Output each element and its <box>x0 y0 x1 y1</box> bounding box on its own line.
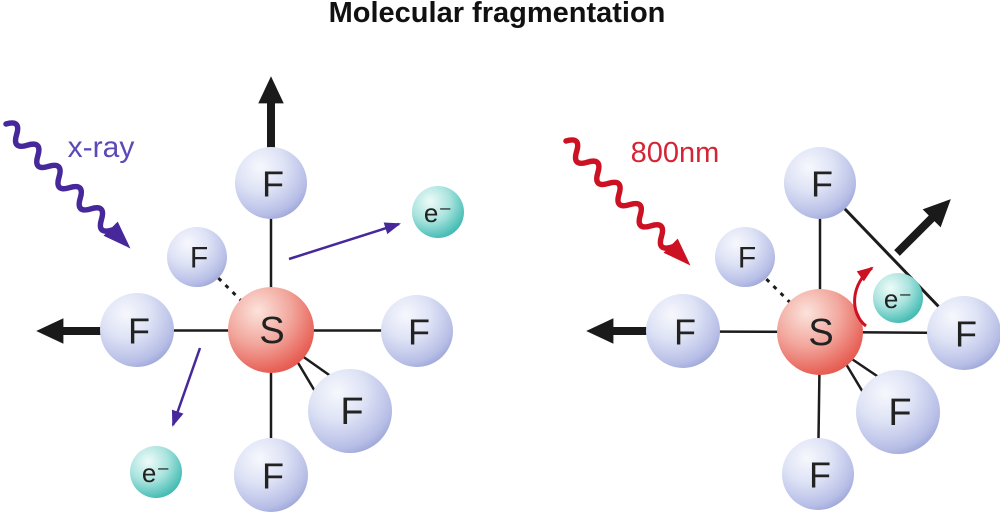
dashed-bond <box>743 256 822 334</box>
fluorine-atom: F <box>167 227 227 287</box>
electron-ejection-arrow <box>171 347 202 427</box>
fluorine-label: F <box>738 242 756 275</box>
momentum-arrow-diagonal <box>894 199 951 256</box>
fluorine-label: F <box>408 312 430 353</box>
fluorine-atom: F <box>784 147 856 219</box>
sulfur-label: S <box>259 310 284 352</box>
fluorine-atom: F <box>927 296 1000 370</box>
electron-ejection-arrow <box>288 222 401 261</box>
electron-label: e⁻ <box>142 458 170 488</box>
fluorine-atom: F <box>235 147 307 219</box>
fluorine-atom: F <box>234 438 308 512</box>
sulfur-label: S <box>808 312 833 354</box>
xray-beam: x-ray <box>3 120 135 249</box>
fluorine-label: F <box>888 392 911 434</box>
fluorine-label: F <box>340 391 363 433</box>
electron: e⁻ <box>412 186 464 238</box>
electron: e⁻ <box>873 273 923 323</box>
fluorine-label: F <box>262 164 284 205</box>
fluorine-label: F <box>955 314 977 355</box>
fluorine-atom: F <box>856 370 940 454</box>
electron-recollision-arrow <box>853 266 874 328</box>
dashed-bond <box>195 255 273 332</box>
ir-beam: 800nm <box>563 137 720 266</box>
fluorine-atom: F <box>308 369 392 453</box>
fluorine-atom: F <box>381 295 453 367</box>
electron-label: e⁻ <box>884 284 912 314</box>
figure-title: Molecular fragmentation <box>329 0 666 29</box>
fluorine-atom: F <box>715 227 775 287</box>
fluorine-label: F <box>262 456 284 497</box>
fluorine-atom: F <box>100 293 174 367</box>
xray-wavy-arrow <box>3 120 115 234</box>
electron-label: e⁻ <box>424 198 452 228</box>
left-molecule: F F F F F F S e⁻ <box>36 76 464 512</box>
fluorine-label: F <box>811 164 833 205</box>
fluorine-atom: F <box>646 294 720 368</box>
xray-arrowhead-icon <box>103 221 131 249</box>
sulfur-atom: S <box>777 289 863 375</box>
fluorine-label: F <box>128 311 150 352</box>
right-molecule: F F F F F F S e⁻ <box>586 147 1000 510</box>
ir-wavy-arrow <box>563 137 675 251</box>
wavelength-label: 800nm <box>631 137 720 169</box>
fluorine-label: F <box>674 312 696 353</box>
electron: e⁻ <box>130 446 182 498</box>
sulfur-atom: S <box>228 287 314 373</box>
xray-label: x-ray <box>68 131 135 164</box>
fluorine-label: F <box>809 455 831 496</box>
fluorine-label: F <box>190 242 208 275</box>
fluorine-atom: F <box>782 438 854 510</box>
ir-arrowhead-icon <box>663 238 691 266</box>
